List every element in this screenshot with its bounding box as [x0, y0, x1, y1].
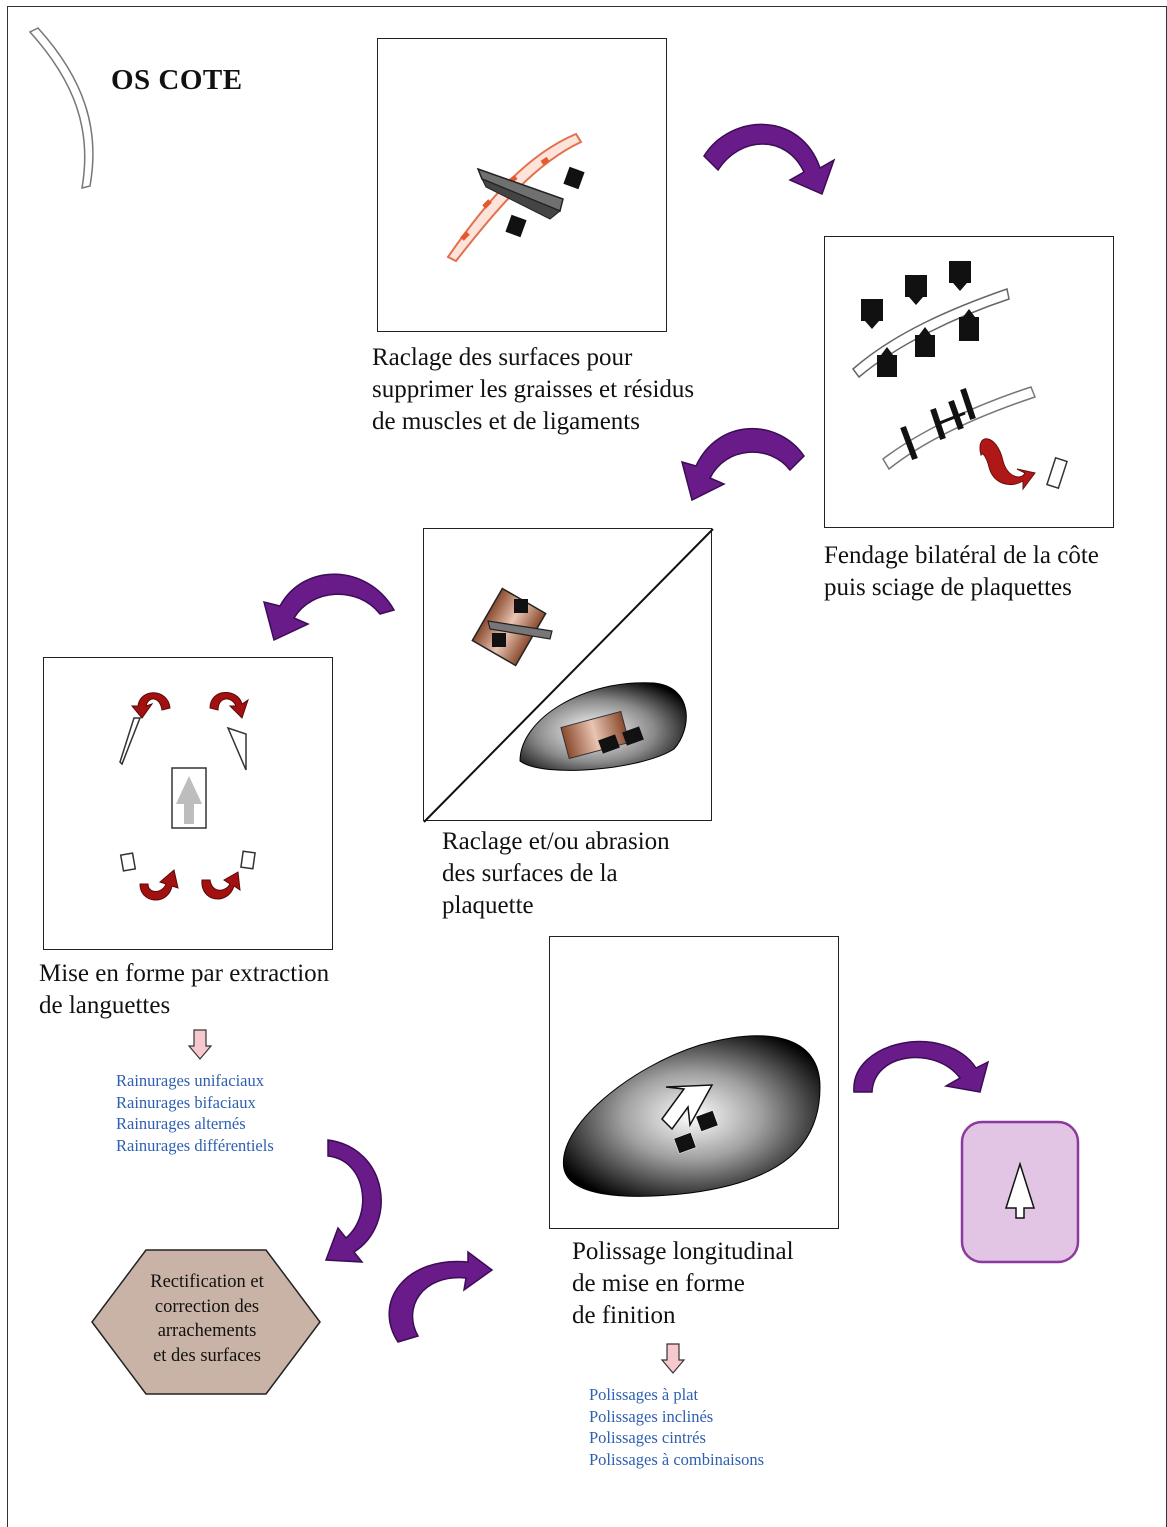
flow-arrow-6	[853, 1040, 990, 1093]
flow-arrow-5	[388, 1250, 494, 1343]
pink-down-arrow-icon	[187, 1029, 213, 1060]
pink-down-arrow-icon	[660, 1343, 686, 1374]
splitting-illustration	[851, 261, 1068, 491]
flow-arrow-3	[262, 573, 396, 642]
red-turn-arrow-icon	[979, 438, 1036, 491]
pointer-arrow-icon	[1004, 1161, 1036, 1219]
panel-raclage-surfaces	[377, 38, 667, 332]
panel-fendage	[824, 236, 1114, 528]
rib-bone-icon	[28, 27, 94, 190]
caption-fendage: Fendage bilatéral de la côte puis sciage…	[824, 542, 1099, 601]
rectification-text: Rectification et correction des arrachem…	[150, 1272, 264, 1366]
caption-polissage: Polissage longitudinal de mise en forme …	[572, 1238, 794, 1329]
rainurages-list: Rainurages unifaciaux Rainurages bifacia…	[116, 1071, 274, 1155]
polishing-illustration	[562, 1035, 821, 1197]
panel-polissage	[549, 936, 839, 1229]
caption-raclage-abrasion: Raclage et/ou abrasion des surfaces de l…	[442, 828, 670, 919]
flow-arrow-1	[703, 123, 836, 196]
plaquette-scraping-illustration	[423, 528, 714, 823]
rectification-hexagon	[91, 1249, 321, 1395]
page-title: OS COTE	[111, 64, 243, 96]
panel-raclage-abrasion	[423, 528, 714, 823]
flow-arrow-4	[324, 1139, 382, 1263]
languettes-extraction-illustration	[119, 692, 256, 901]
flow-arrow-2	[680, 427, 805, 502]
final-object-box	[960, 1120, 1080, 1264]
panel-mise-en-forme	[43, 657, 333, 950]
polissages-list: Polissages à plat Polissages inclinés Po…	[589, 1385, 765, 1469]
caption-mise-en-forme: Mise en forme par extraction de languett…	[39, 960, 330, 1019]
percussion-marker-icon	[563, 166, 585, 190]
rib-scraping-illustration	[446, 132, 585, 263]
caption-raclage-surfaces: Raclage des surfaces pour supprimer les …	[372, 344, 695, 435]
pointer-arrow-icon	[661, 1084, 714, 1131]
